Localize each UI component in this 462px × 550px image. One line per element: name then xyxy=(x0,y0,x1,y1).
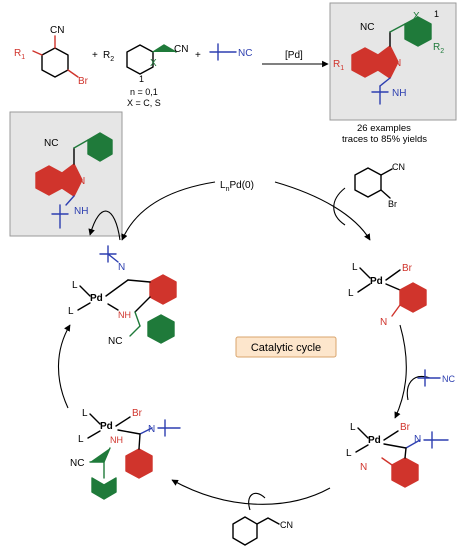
isocyanide-entry-arrow xyxy=(406,376,431,401)
isocyanide-nc-label: NC xyxy=(238,48,252,59)
reactant-x-label: X xyxy=(150,58,157,69)
reagent-benzyl-nitrile: CN xyxy=(232,516,293,546)
reaction-arrow-catalyst: [Pd] xyxy=(285,50,303,61)
plus-sign-2: + xyxy=(195,50,201,61)
complex-palladacycle: L L Pd N NH NC xyxy=(68,245,177,347)
reactant-n-index: 1 xyxy=(139,74,144,84)
oa-ligand-1: L xyxy=(352,262,358,273)
example-product-structure: NC N NH xyxy=(35,132,113,229)
product-nh-label: NH xyxy=(392,88,406,99)
reactant-arylacetonitrile: CN X R2 1 n = 0,1 X = C, S xyxy=(103,44,188,108)
oa-n-label: N xyxy=(380,317,387,328)
ins-n-cn-label: N xyxy=(360,462,367,473)
alk-nh-label: NH xyxy=(110,435,123,445)
pc-nc-label: NC xyxy=(108,336,122,347)
complex-alkyl-palladium: L L Pd Br NH N NC xyxy=(70,408,181,500)
reagent-cn-label: CN xyxy=(392,162,405,172)
complex-oxidative-addition: L L Pd Br N xyxy=(348,262,427,328)
pc-n-label: N xyxy=(118,262,125,273)
reactant-tert-butyl-isocyanide: NC xyxy=(209,43,252,61)
nitrile-entry-arrow xyxy=(248,492,266,511)
product-r1-label: R1 xyxy=(333,59,344,72)
alk-nc-label: NC xyxy=(70,458,84,469)
alk-pd: Pd xyxy=(100,421,113,432)
cycle-arc-top-left xyxy=(121,181,216,241)
catalytic-cycle-label-box xyxy=(235,336,337,358)
catalyst-label: LnPd(0) xyxy=(220,180,254,193)
pc-pd: Pd xyxy=(90,293,103,304)
pc-ligand-1: L xyxy=(72,280,78,291)
product-nc-label: NC xyxy=(360,22,374,33)
aryl-bromide-entry-arrow xyxy=(333,187,346,226)
alk-ligand-2: L xyxy=(78,434,84,445)
scope-line-2: traces to 85% yields xyxy=(342,134,427,145)
alk-br: Br xyxy=(132,408,143,419)
reactant-2-bromobenzonitrile: CN Br R1 xyxy=(14,25,89,87)
catalytic-cycle-label: Catalytic cycle xyxy=(251,342,321,354)
oa-pd: Pd xyxy=(370,276,383,287)
oa-ligand-2: L xyxy=(348,288,354,299)
reagent-nitrile-label: CN xyxy=(280,520,293,530)
reactant-r1-label: R1 xyxy=(14,48,25,61)
pc-nh-label: NH xyxy=(118,310,131,320)
reagent-br-label: Br xyxy=(388,199,397,209)
condition-x: X = C, S xyxy=(127,98,161,108)
pc-ligand-2: L xyxy=(68,306,74,317)
product-r2-label: R2 xyxy=(433,42,444,55)
plus-sign-1: + xyxy=(92,50,98,61)
reagent-isocyanide-label: NC xyxy=(442,374,455,384)
cycle-arc-right xyxy=(394,324,407,419)
ins-pd: Pd xyxy=(368,435,381,446)
scope-line-1: 26 examples xyxy=(357,123,411,134)
reactant-cn-label: CN xyxy=(50,25,64,36)
ins-ligand-1: L xyxy=(350,422,356,433)
product-n-label: N xyxy=(394,58,401,69)
example-nc-label: NC xyxy=(44,138,58,149)
complex-isocyanide-insertion: L L Pd Br N N xyxy=(346,422,449,488)
reactant-r2-label: R2 xyxy=(103,50,114,63)
product-n-index: 1 xyxy=(434,9,439,19)
ins-ligand-2: L xyxy=(346,448,352,459)
example-n-label: N xyxy=(78,176,85,187)
ins-n-label: N xyxy=(414,434,421,445)
reagent-isocyanide: NC xyxy=(417,369,455,387)
reactant-br-label: Br xyxy=(78,76,89,87)
cycle-arc-bottom xyxy=(171,479,331,505)
cycle-arc-left xyxy=(57,324,71,409)
ins-br: Br xyxy=(400,422,411,433)
alk-ligand-1: L xyxy=(82,408,88,419)
condition-n: n = 0,1 xyxy=(130,87,158,97)
example-nh-label: NH xyxy=(74,206,88,217)
product-release-arrow xyxy=(88,210,121,241)
reactant-cn-label-2: CN xyxy=(174,44,188,55)
reagent-aryl-bromide: CN Br xyxy=(354,162,405,209)
oa-br: Br xyxy=(402,263,413,274)
alk-n-label: N xyxy=(148,424,155,435)
product-structure: NC X 1 R2 R1 N NH xyxy=(333,9,444,105)
product-x-label: X xyxy=(413,11,420,22)
